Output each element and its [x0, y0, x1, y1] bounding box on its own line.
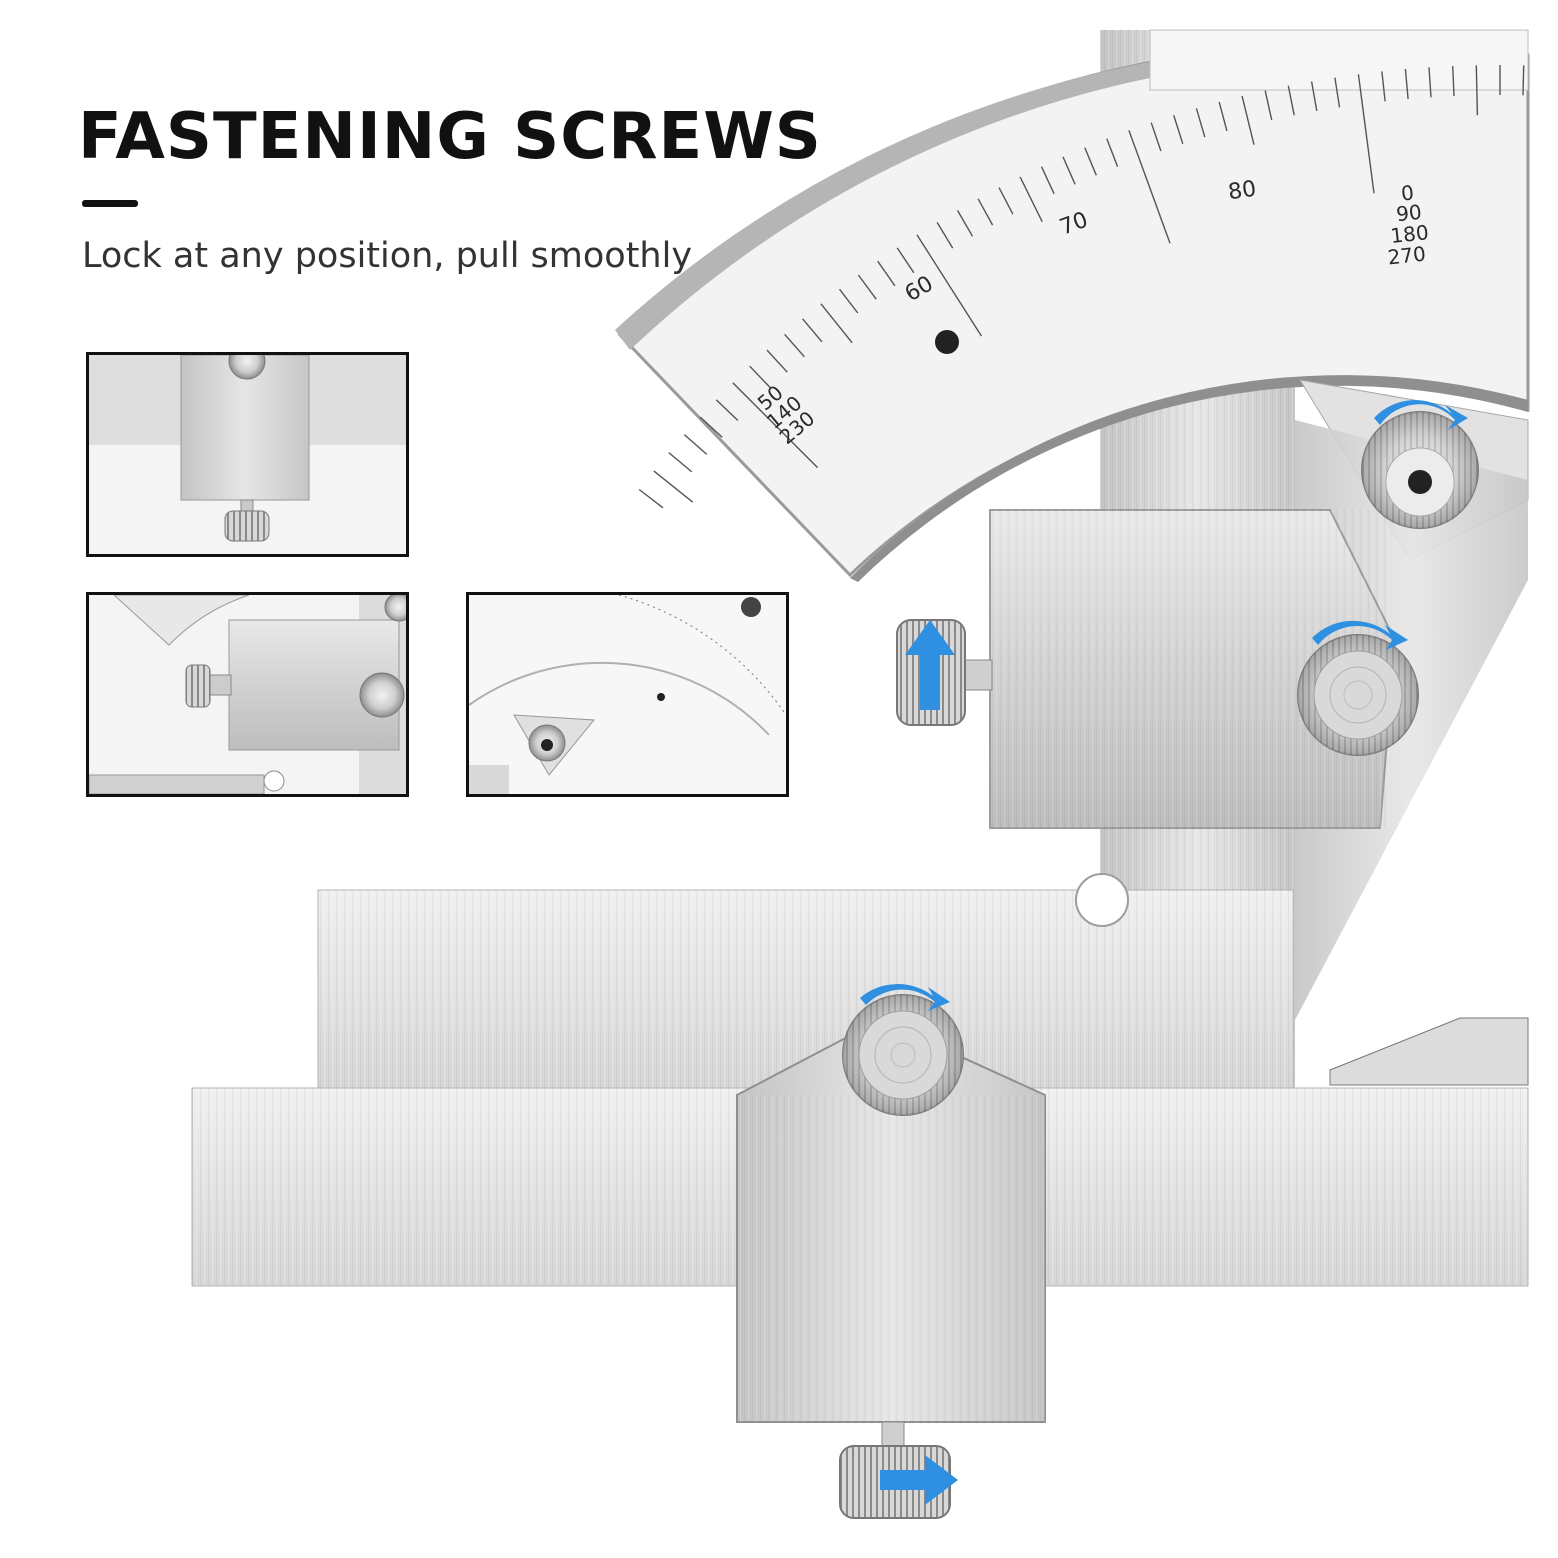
scale-tick	[916, 234, 983, 337]
accent-bar	[82, 200, 138, 207]
scale-tick	[936, 222, 954, 249]
scale-tick	[1040, 166, 1055, 195]
scale-tick	[1310, 81, 1318, 112]
scale-tick	[1173, 114, 1184, 145]
scale-tick	[699, 416, 723, 438]
scale-tick	[1357, 74, 1375, 194]
scale-tick	[1084, 147, 1097, 176]
scale-tick	[1195, 108, 1206, 138]
scale-tick	[1428, 67, 1432, 98]
scale-tick	[1106, 138, 1119, 167]
scale-label-80: 80	[1227, 177, 1258, 206]
scale-tick	[1128, 130, 1171, 244]
stack-right-1: 90	[1395, 200, 1423, 227]
scale-tick	[766, 349, 788, 373]
scale-tick	[1062, 156, 1076, 185]
rotate-arrow-icon	[1312, 620, 1408, 650]
knurled-screw-icon	[185, 664, 211, 708]
detail-thumb-dial	[466, 592, 789, 797]
scale-tick	[820, 303, 853, 344]
scale-tick	[896, 247, 915, 274]
scale-tick	[1264, 90, 1273, 121]
small-step	[1329, 1017, 1529, 1086]
pivot-hole	[935, 330, 959, 354]
knurled-screw-icon	[228, 355, 266, 380]
scale-tick	[857, 274, 877, 300]
scale-tick	[877, 260, 896, 287]
scale-tick	[715, 399, 739, 422]
knurled-screw-icon	[1297, 620, 1419, 756]
blade-notch	[1075, 873, 1129, 927]
scale-tick	[977, 198, 994, 226]
headline: FASTENING SCREWS	[78, 100, 822, 174]
scale-tick	[1522, 65, 1525, 96]
stack-right-2: 180	[1389, 220, 1429, 248]
detail-thumb-slider	[86, 592, 409, 797]
subline: Lock at any position, pull smoothly	[82, 236, 693, 276]
push-arrow-icon	[905, 620, 955, 710]
stack-right-0: 0	[1400, 180, 1415, 205]
scale-tick	[998, 187, 1014, 215]
scale-tick	[802, 318, 823, 343]
knurled-screw-icon	[359, 672, 405, 718]
scale-tick	[1452, 65, 1455, 97]
scale-tick	[838, 288, 859, 314]
vernier-plate	[1149, 29, 1529, 91]
scale-tick	[653, 470, 694, 503]
scale-tick	[668, 452, 693, 473]
scale-tick	[956, 210, 974, 237]
rotate-arrow-icon	[1374, 400, 1468, 430]
scale-tick	[683, 434, 708, 455]
scale-tick	[1475, 65, 1479, 116]
scale-stack-right: 0 90 180 270	[1386, 180, 1429, 270]
scale-tick	[784, 333, 805, 358]
knurled-screw-icon	[1361, 400, 1479, 529]
scale-tick	[1404, 69, 1409, 100]
scale-tick	[1241, 95, 1255, 145]
rotate-arrow-icon	[860, 984, 950, 1011]
push-knob	[896, 619, 993, 726]
push-arrow-icon	[880, 1455, 958, 1505]
scale-tick	[638, 488, 664, 509]
scale-tick	[1218, 101, 1228, 132]
bottom-knob	[839, 1421, 958, 1519]
scale-tick	[749, 365, 772, 389]
scale-tick	[1381, 71, 1386, 102]
scale-tick	[732, 382, 819, 469]
scale-tick	[1334, 77, 1341, 108]
scale-tick	[1150, 122, 1162, 152]
detail-thumb-clamp	[86, 352, 409, 557]
knurled-screw-icon	[224, 510, 270, 542]
stack-right-3: 270	[1386, 242, 1426, 270]
knurled-screw-icon	[842, 984, 964, 1116]
scale-tick	[1287, 85, 1295, 116]
scale-tick	[1019, 176, 1043, 223]
scale-ticks	[638, 65, 1525, 509]
